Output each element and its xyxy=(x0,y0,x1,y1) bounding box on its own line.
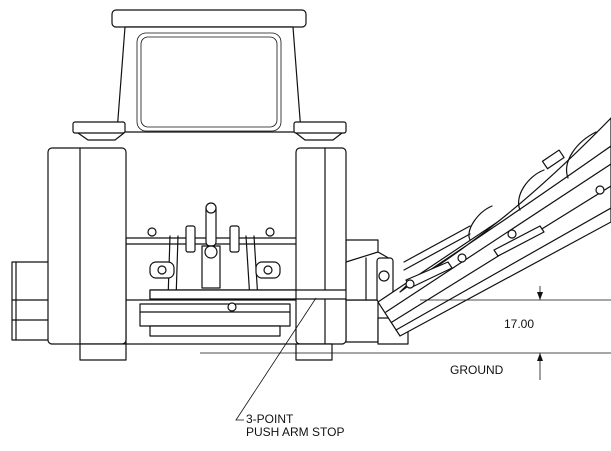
dimension-lines xyxy=(200,286,611,380)
push-arm xyxy=(149,251,394,303)
angled-plow xyxy=(377,117,611,337)
left-tire xyxy=(47,147,127,361)
ground-label: GROUND xyxy=(450,363,504,377)
callout-label-line2: PUSH ARM STOP xyxy=(246,425,345,439)
dimension-value: 17.00 xyxy=(504,317,535,331)
right-tire xyxy=(295,147,347,361)
dimension-arrow-down xyxy=(537,292,543,300)
dimension-arrow-up xyxy=(537,353,543,361)
three-point-hitch xyxy=(139,202,291,337)
side-steps xyxy=(72,121,347,141)
callout-label-line1: 3-POINT xyxy=(246,412,294,426)
callout-leader xyxy=(235,297,317,421)
tractor-cab xyxy=(111,9,307,133)
